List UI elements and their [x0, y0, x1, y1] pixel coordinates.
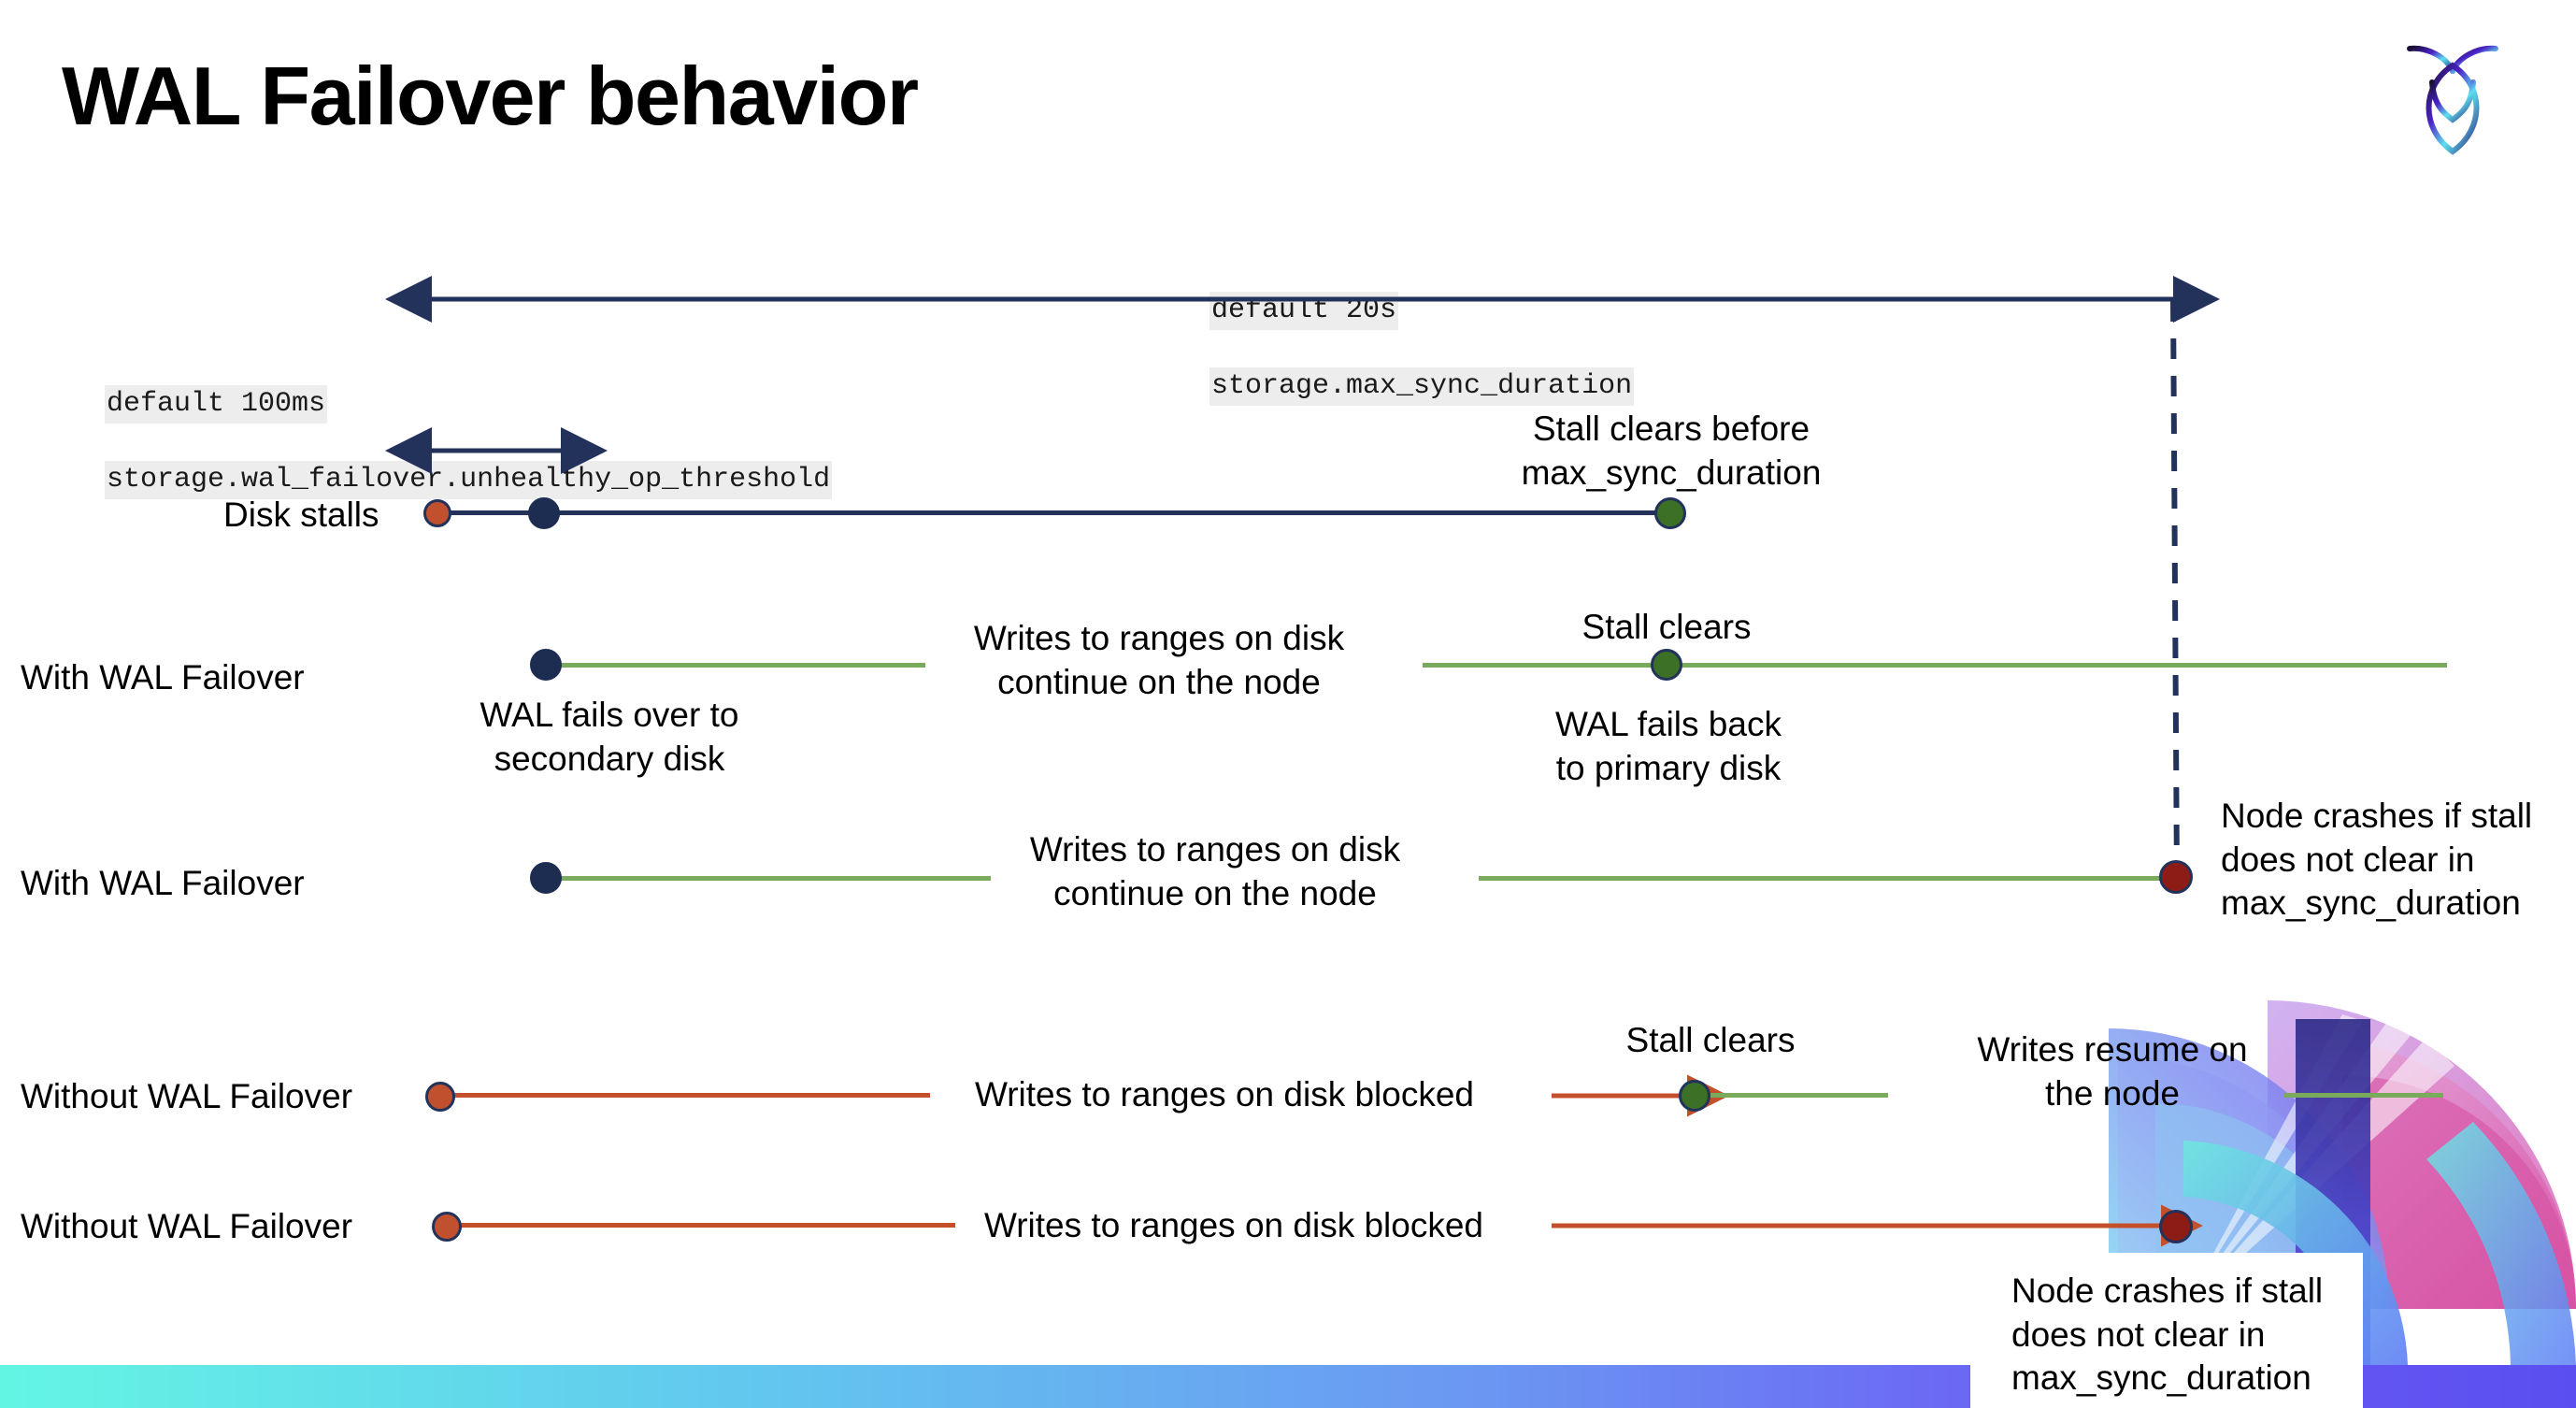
- unhealthy-op-name-label: storage.wal_failover.unhealthy_op_thresh…: [105, 460, 833, 500]
- note-node-crashes-row5: Node crashes if stall does not clear in …: [2011, 1272, 2324, 1398]
- with-failover-crash-timeline-seg2: [1479, 876, 2170, 881]
- row-label-disk-stalls: Disk stalls: [223, 496, 379, 534]
- without-failover-stall-clear-dot: [1679, 1080, 1710, 1112]
- disk-stall-failover-dot: [528, 497, 560, 529]
- row-label-without-wal-failover-1: Without WAL Failover: [21, 1077, 353, 1115]
- note-stall-clears-row2: Stall clears: [1581, 608, 1752, 646]
- max-sync-name-label: storage.max_sync_duration: [1209, 366, 1635, 407]
- disk-stall-clear-dot: [1654, 497, 1686, 529]
- note-node-crashes-row3: Node crashes if stall does not clear in …: [2221, 797, 2533, 923]
- page-title: WAL Failover behavior: [62, 50, 919, 142]
- without-failover-stall-start-dot: [425, 1082, 455, 1112]
- unhealthy-op-threshold-setting: default 100ms storage.wal_failover.unhea…: [37, 348, 833, 537]
- with-failover-timeline-seg1: [542, 663, 925, 668]
- row-label-with-wal-failover-1: With WAL Failover: [21, 658, 305, 697]
- with-failover-stall-clear-dot: [1651, 649, 1682, 681]
- disk-stall-start-dot: [423, 499, 451, 527]
- without-failover-timeline-seg1: [453, 1093, 930, 1098]
- row-label-without-wal-failover-2: Without WAL Failover: [21, 1207, 353, 1245]
- note-writes-blocked-row5: Writes to ranges on disk blocked: [983, 1206, 1484, 1244]
- with-failover-crash-dot: [2159, 860, 2193, 894]
- disk-stalls-timeline: [437, 510, 1671, 515]
- note-writes-continue-row3: Writes to ranges on disk continue on the…: [1029, 830, 1401, 912]
- max-sync-duration-dashed-guide: [2170, 300, 2180, 880]
- without-failover-timeline-green1: [1710, 1093, 1888, 1098]
- row-label-with-wal-failover-2: With WAL Failover: [21, 864, 305, 902]
- with-failover-timeline-seg2: [1423, 663, 2447, 668]
- with-failover-start-dot: [530, 649, 562, 681]
- note-wal-fails-back-primary: WAL fails back to primary disk: [1555, 705, 1782, 787]
- without-failover-crash-dot: [2159, 1210, 2193, 1243]
- without-failover-crash-start-dot: [432, 1212, 462, 1242]
- with-failover-crash-timeline-seg1: [542, 876, 991, 881]
- max-sync-default-label: default 20s: [1209, 291, 1399, 331]
- without-failover-timeline-green2: [2284, 1093, 2443, 1098]
- note-writes-blocked-row4: Writes to ranges on disk blocked: [974, 1075, 1475, 1113]
- note-backdrop-card: [1970, 1253, 2363, 1408]
- without-failover-crash-timeline: [460, 1223, 955, 1228]
- unhealthy-op-default-label: default 100ms: [105, 384, 328, 424]
- note-wal-fails-over-secondary: WAL fails over to secondary disk: [479, 696, 739, 778]
- note-writes-resume-row4: Writes resume on the node: [1977, 1030, 2248, 1113]
- cockroachdb-logo-icon: [2397, 28, 2509, 159]
- note-stall-clears-row4: Stall clears: [1625, 1021, 1796, 1059]
- with-failover-crash-start-dot: [530, 862, 562, 894]
- note-writes-continue-row2: Writes to ranges on disk continue on the…: [973, 619, 1345, 701]
- note-stall-clears-before-max-sync: Stall clears before max_sync_duration: [1521, 409, 1822, 492]
